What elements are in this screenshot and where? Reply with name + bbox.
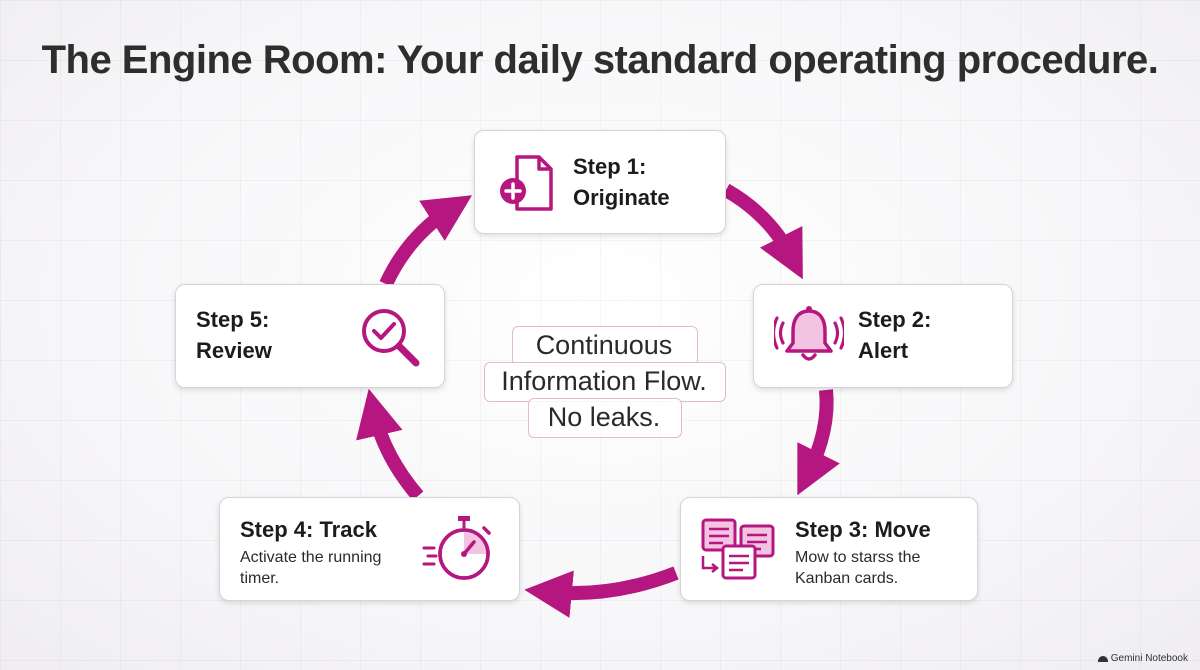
arrow-step2-to-step3	[797, 389, 840, 496]
step-2-title-line1: Step 2:	[858, 307, 932, 332]
arrow-step5-to-step1	[379, 195, 473, 287]
step-4-desc-line1: Activate the running	[240, 549, 382, 566]
step-5-title-line2: Review	[196, 338, 272, 363]
step-3-desc-line2: Kanban cards.	[795, 570, 899, 587]
arrow-step1-to-step2	[722, 183, 803, 280]
step-3-desc-line1: Mow to starss the	[795, 549, 921, 566]
center-statement: Continuous Information Flow. No leaks.	[484, 326, 726, 438]
footer-brand: Gemini Notebook	[1097, 653, 1188, 664]
center-line-2: Information Flow.	[501, 366, 707, 396]
step-1-title-line1: Step 1:	[573, 154, 647, 179]
center-line-3: No leaks.	[547, 402, 661, 432]
step-3-card[interactable]: Step 3: Move Mow to starss the Kanban ca…	[680, 497, 978, 601]
magnifier-check-icon	[362, 309, 420, 367]
page-title: The Engine Room: Your daily standard ope…	[41, 38, 1159, 82]
step-4-desc-line2: timer.	[240, 570, 280, 587]
step-5-card[interactable]: Step 5: Review	[175, 284, 445, 388]
footer-label: Gemini Notebook	[1110, 653, 1188, 664]
bell-alert-icon	[774, 306, 844, 361]
step-1-title-line2: Originate	[573, 185, 670, 210]
step-4-card[interactable]: Step 4: Track Activate the running timer…	[219, 497, 520, 601]
gemini-logo-icon	[1097, 655, 1108, 662]
step-4-title: Step 4: Track	[240, 517, 377, 542]
step-3-title: Step 3: Move	[795, 517, 931, 542]
step-1-card[interactable]: Step 1: Originate	[474, 130, 726, 234]
arrow-step3-to-step4	[524, 566, 679, 618]
stopwatch-icon	[422, 516, 491, 580]
arrow-step4-to-step5	[356, 388, 424, 501]
center-line-1: Continuous	[535, 330, 673, 360]
step-5-title-line1: Step 5:	[196, 307, 270, 332]
kanban-cards-icon	[701, 518, 775, 580]
step-2-title-line2: Alert	[858, 338, 909, 363]
document-add-icon	[500, 155, 553, 211]
step-2-card[interactable]: Step 2: Alert	[753, 284, 1013, 388]
